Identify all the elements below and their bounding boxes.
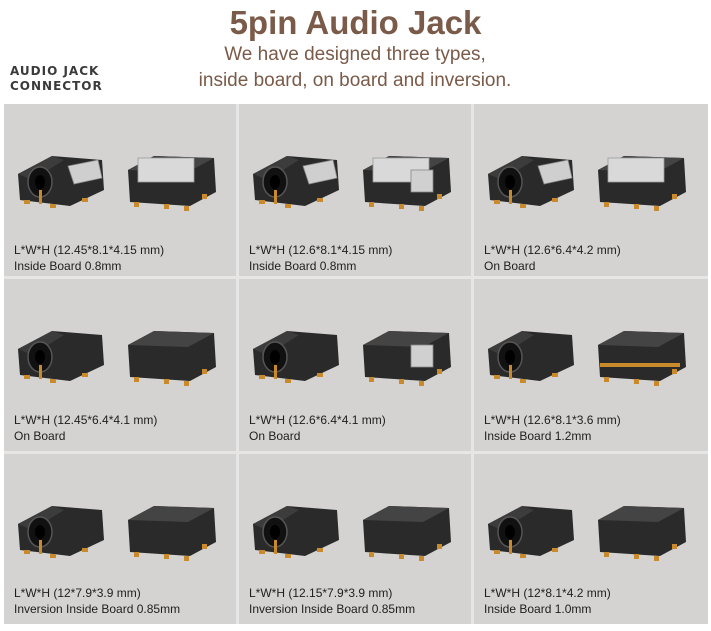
brand-label: AUDIO JACK CONNECTOR [10,64,103,94]
product-dimensions: L*W*H (12*8.1*4.2 mm) [484,586,611,600]
jack-front-image [253,506,339,558]
jack-front-image [488,331,574,383]
product-dimensions: L*W*H (12.6*8.1*4.15 mm) [249,243,393,257]
jack-back-image [598,331,686,386]
product-card: L*W*H (12.6*8.1*4.15 mm) Inside Board 0.8… [239,104,471,276]
product-card: L*W*H (12.6*6.4*4.1 mm) On Board [239,279,471,451]
jack-back-image [598,506,686,561]
product-card: L*W*H (12*7.9*3.9 mm) Inversion Inside Bo… [4,454,236,624]
product-dimensions: L*W*H (12.6*6.4*4.2 mm) [484,243,621,257]
jack-front-image [253,331,339,383]
product-card: L*W*H (12.6*6.4*4.2 mm) On Board [474,104,708,276]
product-mount-type: Inversion Inside Board 0.85mm [249,602,416,616]
page-title: 5pin Audio Jack [229,4,482,41]
product-mount-type: On Board [484,259,536,273]
jack-front-image [18,156,104,208]
jack-back-image [363,156,451,211]
subtitle-line-1: We have designed three types, [224,44,486,65]
product-grid: L*W*H (12.45*8.1*4.15 mm) Inside Board 0.… [4,104,708,624]
jack-front-image [253,156,339,208]
jack-front-image [488,156,574,208]
jack-back-image [128,506,216,561]
product-dimensions: L*W*H (12.45*6.4*4.1 mm) [14,413,158,427]
brand-line-2: CONNECTOR [10,79,103,93]
jack-back-image [128,156,216,211]
product-mount-type: Inside Board 1.2mm [484,429,592,443]
product-dimensions: L*W*H (12.45*8.1*4.15 mm) [14,243,165,257]
product-mount-type: On Board [249,429,301,443]
jack-front-image [18,331,104,383]
product-mount-type: Inversion Inside Board 0.85mm [14,602,181,616]
product-card: L*W*H (12.45*8.1*4.15 mm) Inside Board 0.… [4,104,236,276]
product-card: L*W*H (12.6*8.1*3.6 mm) Inside Board 1.2m… [474,279,708,451]
product-mount-type: Inside Board 0.8mm [14,259,122,273]
brand-line-1: AUDIO JACK [10,64,100,78]
product-card: L*W*H (12.15*7.9*3.9 mm) Inversion Inside… [239,454,471,624]
jack-back-image [128,331,216,386]
product-mount-type: Inside Board 1.0mm [484,602,592,616]
product-mount-type: Inside Board 0.8mm [249,259,357,273]
product-card: L*W*H (12*8.1*4.2 mm) Inside Board 1.0mm [474,454,708,624]
subtitle-line-2: inside board, on board and inversion. [198,70,512,91]
product-card: L*W*H (12.45*6.4*4.1 mm) On Board [4,279,236,451]
product-dimensions: L*W*H (12.15*7.9*3.9 mm) [249,586,393,600]
jack-back-image [598,156,686,211]
jack-back-image [363,506,451,561]
jack-front-image [488,506,574,558]
jack-front-image [18,506,104,558]
product-mount-type: On Board [14,429,66,443]
product-dimensions: L*W*H (12*7.9*3.9 mm) [14,586,141,600]
jack-back-image [363,331,451,386]
product-dimensions: L*W*H (12.6*6.4*4.1 mm) [249,413,386,427]
product-dimensions: L*W*H (12.6*8.1*3.6 mm) [484,413,621,427]
